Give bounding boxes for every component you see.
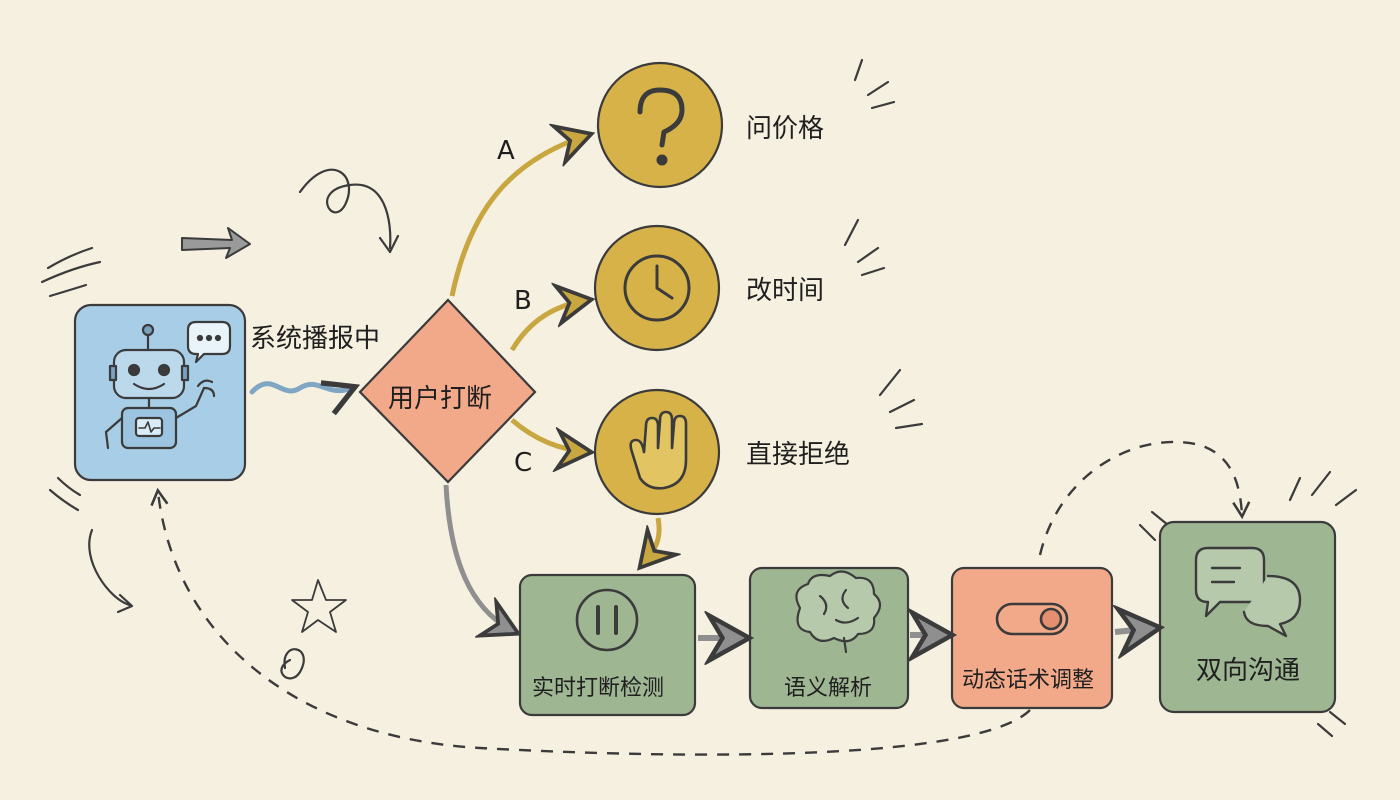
hand-stop-icon <box>629 410 688 490</box>
option-label-a: 问价格 <box>746 114 825 144</box>
pause-icon <box>575 588 639 652</box>
source-label: 系统播报中 <box>250 324 381 354</box>
decorative-doodles <box>40 58 1358 738</box>
option-label-c: 直接拒绝 <box>746 440 851 470</box>
decision-diamond <box>358 298 537 484</box>
robot-icon <box>104 320 232 450</box>
step-box-communication <box>1158 520 1337 714</box>
option-letter-b: B <box>514 286 532 316</box>
step-box-dynamic <box>950 566 1114 710</box>
step-label-semantic: 语义解析 <box>784 676 873 701</box>
clock-icon <box>623 254 691 322</box>
arrow-branch-c <box>510 418 588 452</box>
option-circle-b <box>593 224 721 352</box>
option-circle-a <box>596 61 724 189</box>
option-letter-a: A <box>497 136 515 166</box>
dashed-arrow-dynamic-to-communication <box>1038 440 1251 556</box>
arrow-reject-to-detection <box>642 517 659 565</box>
decision-label: 用户打断 <box>388 384 493 414</box>
option-letter-c: C <box>514 448 533 478</box>
robot-box <box>73 303 247 482</box>
step-label-communication: 双向沟通 <box>1196 656 1301 686</box>
step-box-detection <box>518 573 697 717</box>
chat-bubbles-icon <box>1194 546 1302 638</box>
step-label-detection: 实时打断检测 <box>532 676 665 701</box>
arrow-source-to-decision <box>249 380 361 416</box>
toggle-switch-icon <box>995 602 1069 636</box>
option-label-b: 改时间 <box>746 276 825 306</box>
arrow-decision-to-detection <box>443 484 515 632</box>
step-label-dynamic: 动态话术调整 <box>962 668 1095 693</box>
dashed-arrow-feedback-to-robot <box>150 487 1031 756</box>
question-mark-icon <box>637 87 685 166</box>
brain-icon <box>795 570 882 654</box>
arrow-branch-b <box>509 300 588 352</box>
arrow-branch-a <box>449 135 588 297</box>
option-circle-c <box>593 388 721 516</box>
arrow-dynamic-to-communication <box>1115 628 1156 632</box>
